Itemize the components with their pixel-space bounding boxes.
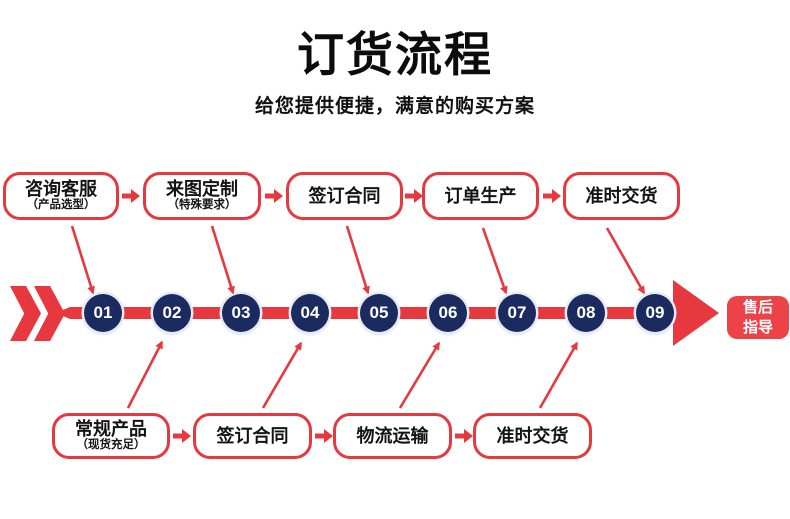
connector-arrow-icon [398,341,441,409]
connector-arrow-icon [345,225,370,295]
right-arrow-icon [405,189,423,203]
step-label: 咨询客服 [25,178,97,199]
step-sublabel: （现货充足） [76,439,146,452]
right-arrow-icon [173,429,191,443]
top-step-box-on-time-delivery: 准时交货 [563,172,680,220]
connector-arrow-icon [70,225,95,295]
step-number-badge: 07 [498,294,536,332]
step-label: 准时交货 [585,185,658,206]
top-step-box-sign-contract: 签订合同 [286,172,403,220]
connector-arrow-icon [261,341,303,409]
after-sales-line2: 指导 [742,318,773,336]
step-label: 签订合同 [308,185,381,206]
step-number-badge: 08 [567,294,605,332]
step-number-badge: 03 [222,294,260,332]
bottom-step-box-regular-product: 常规产品 （现货充足） [52,413,170,459]
connector-arrow-icon [126,340,164,409]
connector-arrow-icon [538,341,579,409]
top-step-box-consult: 咨询客服 （产品选型） [3,172,119,220]
step-label: 准时交货 [496,425,569,446]
bottom-step-box-on-time-delivery: 准时交货 [473,413,592,459]
step-number-badge: 06 [429,294,467,332]
connector-arrow-icon [481,227,508,295]
step-number-badge: 05 [360,294,398,332]
after-sales-line1: 售后 [742,299,773,316]
step-label: 常规产品 [75,418,147,439]
page-title: 订货流程 [297,28,493,81]
step-label: 签订合同 [216,425,289,446]
step-number-badge: 09 [636,294,674,332]
right-arrow-icon [315,429,333,443]
step-sublabel: （特殊要求） [167,199,237,212]
chevron-right-icon [10,286,41,341]
right-arrow-icon [543,189,561,203]
connector-arrow-icon [605,227,646,295]
step-number-badge: 01 [84,294,122,332]
connector-arrow-icon [210,225,235,295]
timeline-arrowhead-icon [673,280,719,346]
step-label: 订单生产 [444,185,517,206]
page-subtitle: 给您提供便捷，满意的购买方案 [254,96,535,117]
bottom-step-box-sign-contract: 签订合同 [193,413,312,459]
step-sublabel: （产品选型） [26,199,96,212]
bottom-step-box-logistics: 物流运输 [333,413,452,459]
step-number-badge: 02 [153,294,191,332]
right-arrow-icon [455,429,473,443]
step-label: 来图定制 [166,178,238,199]
right-arrow-icon [265,189,283,203]
step-label: 物流运输 [356,425,429,446]
step-number-badge: 04 [291,294,329,332]
right-arrow-icon [122,189,140,203]
top-step-box-production: 订单生产 [422,172,539,220]
after-sales-badge: 售后 指导 [727,296,789,339]
top-step-box-custom-drawing: 来图定制 （特殊要求） [143,172,261,220]
